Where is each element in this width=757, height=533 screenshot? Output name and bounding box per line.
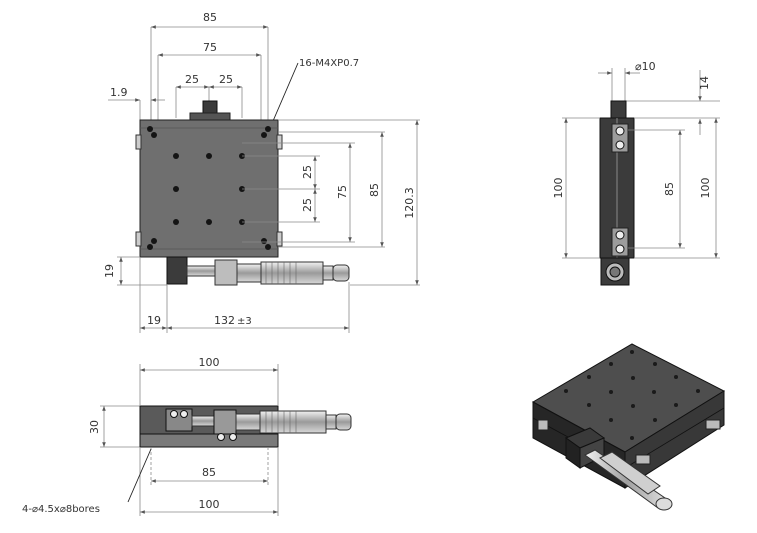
stage-front-base [139, 433, 279, 448]
top-knob [202, 100, 218, 115]
dim-width-85: 85 [203, 11, 217, 24]
thread-callout: 16-M4XP0.7 [299, 58, 359, 69]
dim-side-height-85: 85 [663, 182, 676, 196]
dim-knob-height: 14 [698, 76, 711, 90]
iso-mounting-holes [564, 350, 700, 440]
dim-side-height-right: 100 [699, 178, 712, 199]
side-view: ⌀10 14 100 85 100 [552, 60, 720, 286]
dim-front-width-top: 100 [199, 356, 220, 369]
dim-knob-offset-h: 19 [147, 314, 161, 327]
isometric-view [531, 343, 726, 511]
bore-callout: 4-⌀4.5x⌀8bores [22, 504, 100, 515]
dim-knob-offset-v: 19 [103, 264, 116, 278]
dim-edge-offset: 1.9 [110, 86, 128, 99]
dim-vpitch-upper: 25 [301, 165, 314, 179]
dim-hole-pitch: 85 [202, 466, 216, 479]
side-knob [610, 100, 627, 119]
dim-travel-tol: ±3 [237, 316, 252, 327]
top-view: 85 75 25 25 1.9 16-M4XP0.7 [103, 11, 420, 333]
dim-height-75: 75 [336, 185, 349, 199]
stage-top-body [139, 119, 279, 258]
top-clamp [189, 112, 231, 121]
dim-height-85: 85 [368, 183, 381, 197]
micrometer-thimble [260, 261, 324, 285]
dim-diameter: ⌀10 [635, 60, 656, 73]
dim-pitch-left: 25 [185, 73, 199, 86]
dim-side-height-left: 100 [552, 178, 565, 199]
dim-width-75: 75 [203, 41, 217, 54]
dim-vpitch-lower: 25 [301, 198, 314, 212]
dim-travel: 132 [214, 314, 235, 327]
mounting-holes-top [147, 126, 271, 250]
micrometer-block [166, 256, 188, 285]
front-view: 100 30 85 100 4-⌀4.5x⌀8bores [22, 356, 352, 516]
dim-pitch-right: 25 [219, 73, 233, 86]
front-micrometer-thimble [259, 410, 327, 434]
dim-overall-height: 120.3 [403, 187, 416, 219]
dim-front-width-bottom: 100 [199, 498, 220, 511]
dim-thickness: 30 [88, 420, 101, 434]
